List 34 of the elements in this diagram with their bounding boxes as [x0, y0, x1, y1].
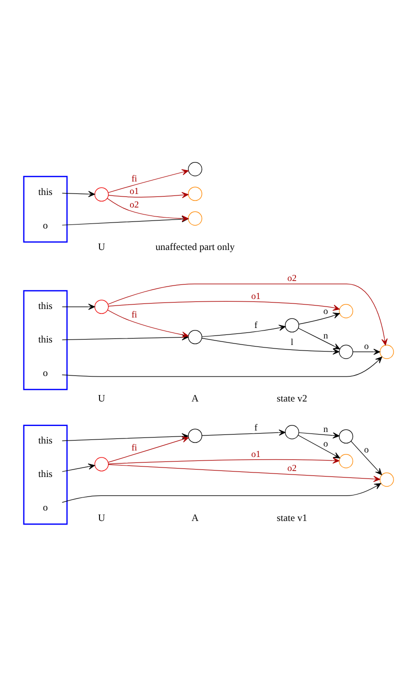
edge-label: o	[364, 445, 369, 456]
node-text: this	[38, 436, 53, 447]
edge-label: o	[323, 439, 328, 450]
edge-label: n	[323, 331, 328, 342]
node-text: this	[38, 469, 53, 480]
label: A	[192, 512, 199, 524]
edge-label: fi	[131, 444, 138, 454]
edge-label: o1	[130, 186, 139, 197]
node-text: o	[42, 502, 48, 514]
edge-label: n	[323, 425, 328, 436]
edge-label: f	[254, 320, 258, 331]
label: U	[98, 512, 106, 524]
edge-label: o1	[251, 450, 261, 460]
edge-label: fi	[131, 174, 138, 184]
edge-label: f	[254, 423, 258, 434]
label: state v1	[276, 512, 308, 524]
label: U	[98, 242, 106, 253]
node-text: o	[42, 368, 48, 379]
edge-label: o	[364, 342, 369, 352]
label: U	[98, 394, 106, 405]
node-text: o	[42, 220, 48, 232]
edge-label: l	[290, 338, 294, 348]
label: A	[192, 394, 199, 405]
edge-label: o2	[130, 200, 139, 210]
node-text: this	[38, 301, 53, 312]
edge-label: o1	[251, 292, 261, 302]
edge-label: o	[323, 307, 328, 318]
label: unaffected part only	[155, 242, 235, 253]
node-text: this	[38, 186, 53, 198]
edge-label: fi	[131, 310, 138, 320]
label: state v2	[276, 394, 308, 405]
node-text: this	[38, 334, 53, 346]
edge-label: o2	[287, 274, 297, 284]
edge-label: o2	[287, 464, 297, 474]
